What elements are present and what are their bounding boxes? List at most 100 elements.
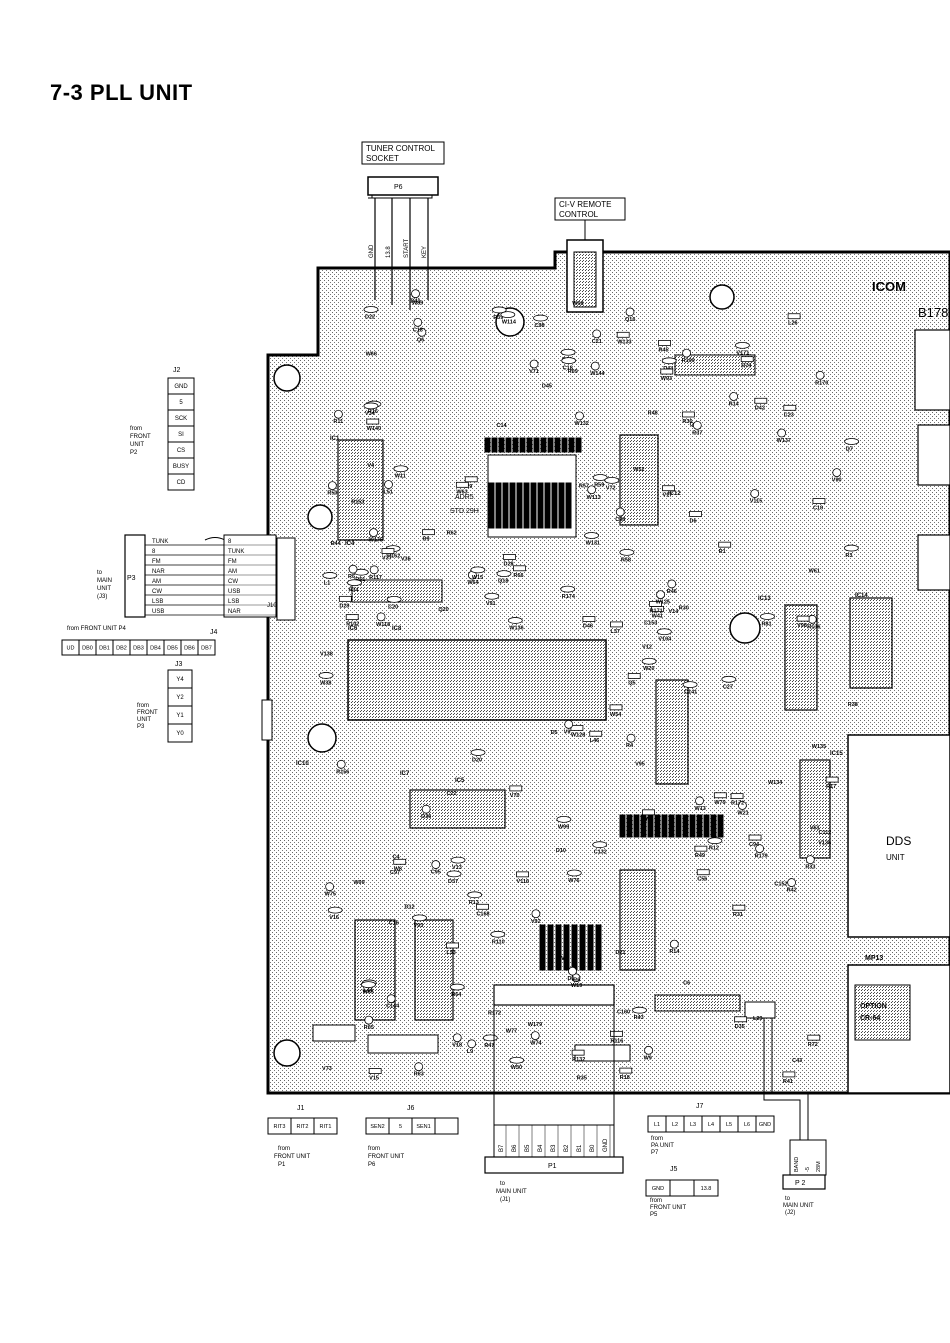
component-label: R36: [682, 419, 692, 425]
component-label: V98: [797, 623, 807, 629]
capacitor: [590, 361, 600, 371]
pin-label: 13.8: [701, 1186, 712, 1192]
capacitor: [413, 317, 423, 327]
board-code: B178: [918, 305, 948, 320]
component-label: W68: [572, 301, 583, 307]
component-label: Q16: [625, 317, 635, 323]
capacitor: [348, 564, 358, 574]
pin-label: DB1: [99, 645, 110, 651]
ic-ic14: [849, 597, 893, 689]
component-label: W131: [586, 540, 600, 546]
component-label: R174: [562, 594, 576, 600]
capacitor: [529, 359, 539, 369]
component: [592, 841, 608, 849]
component-label: W15: [472, 575, 483, 581]
component-label: C19: [813, 506, 823, 512]
pin-label: DB4: [150, 645, 161, 651]
capacitor: [815, 370, 825, 380]
resistor: [589, 730, 603, 737]
component-label: R16: [368, 409, 378, 415]
component-label: R17: [826, 784, 836, 790]
svg-text:FRONT: FRONT: [130, 434, 151, 440]
component-label: V72: [606, 485, 616, 491]
j10-row-label: CW: [228, 579, 238, 585]
component-label: V36: [401, 556, 411, 562]
svg-text:J6: J6: [407, 1105, 415, 1112]
j10-row-label: FM: [228, 559, 237, 565]
component: [721, 675, 737, 683]
component-label: W52: [633, 467, 644, 473]
component-label: V136: [818, 840, 831, 846]
capacitor: [777, 428, 787, 438]
svg-text:MAIN: MAIN: [97, 578, 112, 584]
component-label: V17: [662, 493, 672, 499]
component-label: R41: [783, 1079, 793, 1085]
component-label: W179: [528, 1022, 542, 1028]
component-label: R59: [594, 483, 604, 489]
component-label: D41: [411, 299, 421, 305]
ic-label: IC1: [330, 436, 340, 442]
component-label: Q20: [438, 607, 448, 613]
component: [363, 306, 379, 313]
svg-text:CI-V REMOTE: CI-V REMOTE: [559, 200, 611, 209]
component-label: R58: [621, 557, 631, 563]
resistor: [807, 1034, 821, 1041]
component-label: L37: [610, 629, 619, 635]
component-label: W46: [643, 817, 654, 823]
component: [482, 1034, 498, 1042]
component: [843, 544, 859, 552]
resistor: [681, 411, 695, 418]
component-label: C95: [431, 870, 441, 876]
resistor: [783, 404, 797, 411]
component-label: D6: [690, 518, 697, 524]
component-label: W76: [568, 878, 579, 884]
component-label: C56: [697, 877, 707, 883]
ic-label: IC12: [668, 491, 681, 497]
capacitor: [805, 855, 815, 865]
capacitor: [467, 1039, 477, 1049]
resistor: [366, 418, 380, 425]
j10-row-label: 8: [228, 539, 232, 545]
mounting-hole: [709, 284, 735, 310]
resistor: [662, 485, 675, 492]
pin-label: DB6: [184, 645, 195, 651]
header-j6: [367, 1034, 439, 1054]
pin-label: SEN1: [416, 1124, 430, 1130]
pin-cell: [313, 1117, 338, 1135]
component: [556, 815, 572, 823]
component-label: D42: [755, 405, 765, 411]
component-label: W118: [376, 622, 390, 628]
svg-text:P7: P7: [651, 1150, 659, 1156]
component-label: W54: [610, 712, 622, 718]
capacitor: [336, 759, 346, 769]
ic-label: IC4: [345, 541, 355, 547]
pin-label: B3: [551, 1144, 557, 1152]
pin-cell: [669, 1179, 695, 1197]
pin-cell: [434, 1117, 459, 1135]
pin-label: SI: [178, 432, 184, 438]
ic-label: IC8: [392, 626, 402, 632]
component-label: W11: [395, 474, 406, 480]
component: [470, 749, 486, 756]
pin-label: CD: [177, 480, 186, 486]
component-label: W41: [652, 613, 663, 619]
component-label: D5: [551, 730, 558, 736]
component-label: W125: [656, 600, 670, 606]
component-label: L29: [753, 1016, 762, 1022]
component-label: C21: [592, 339, 602, 345]
capacitor: [364, 1015, 374, 1025]
capacitor: [737, 801, 747, 810]
component-label: R153: [351, 500, 364, 506]
pin-cell: [693, 1179, 719, 1197]
capacitor: [417, 327, 427, 337]
ic-label: IC6: [348, 626, 358, 632]
shield: [917, 424, 950, 486]
component-label: W5: [561, 956, 569, 962]
component: [560, 348, 576, 356]
resistor: [642, 809, 655, 816]
svg-text:P 2: P 2: [795, 1180, 805, 1187]
component-label: R42: [787, 888, 797, 894]
header-j10: [276, 537, 296, 621]
capacitor: [568, 966, 577, 976]
